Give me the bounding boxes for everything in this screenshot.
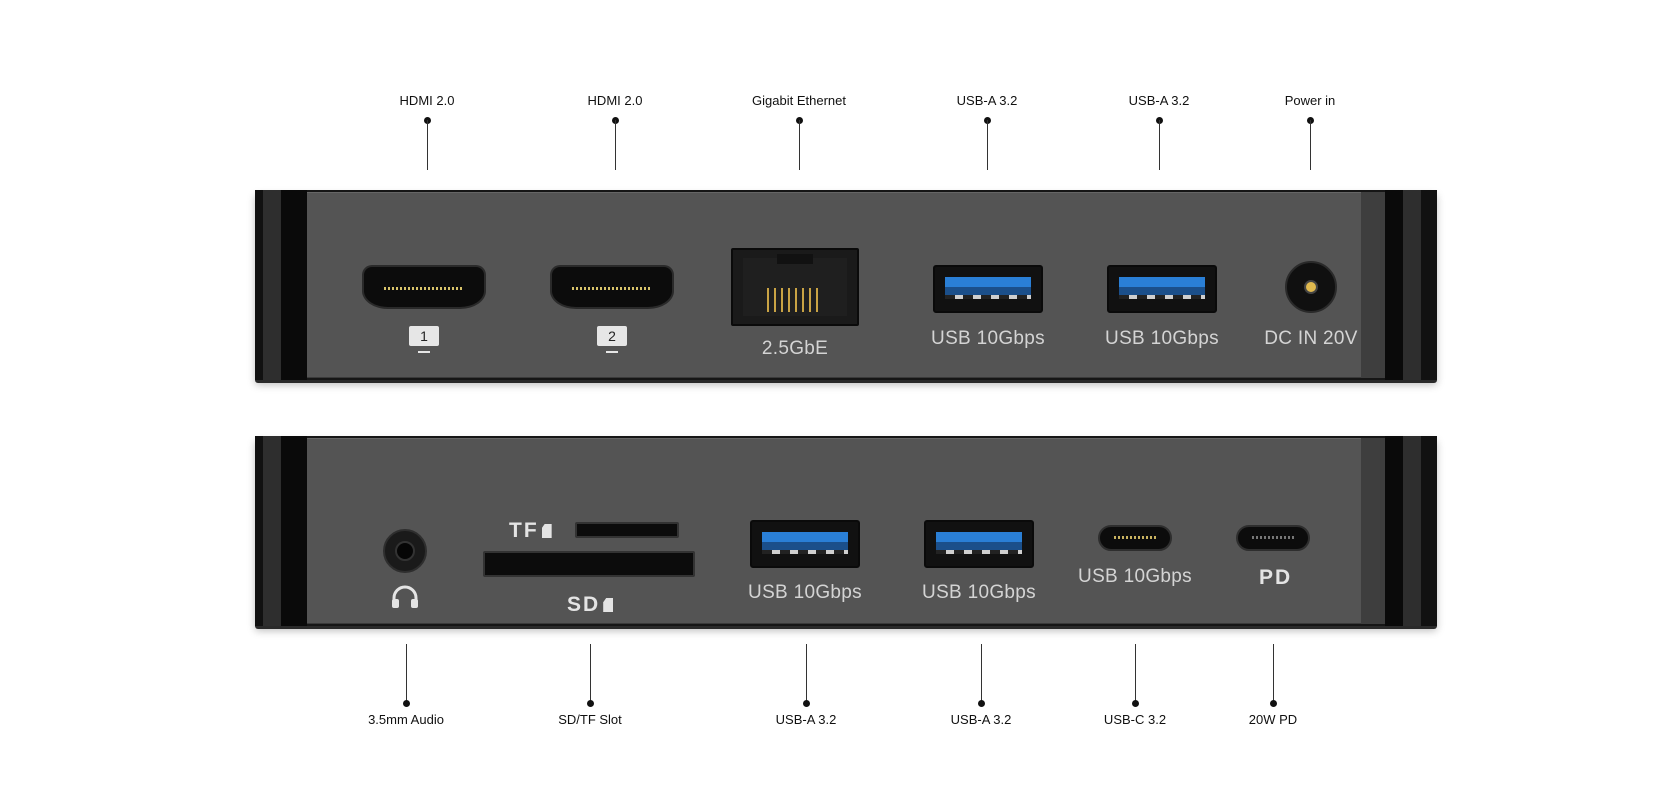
dock-end-cap-right [1385,190,1437,380]
pd-port-label: PD [1259,566,1293,589]
hdmi-port-2 [550,265,674,309]
pd-port [1236,525,1310,551]
panel-shade [1361,192,1385,378]
tf-card-slot [575,522,679,538]
ethernet-port [731,248,859,326]
usb-a-port [750,520,860,568]
dock-end-cap-left [255,190,307,380]
callout-line [1272,644,1274,702]
sd-card-icon [541,524,552,538]
callout-line [1158,120,1160,170]
usb-a-port-contacts [936,550,1022,554]
callout-label: USB-A 3.2 [950,712,1012,727]
callout-label: USB-C 3.2 [1103,712,1167,727]
usb-a-port-contacts [945,295,1031,299]
callout-dot [977,700,985,707]
callout-line [798,120,800,170]
usb-a-port-contacts [1119,295,1205,299]
usb-a-port-tongue [936,532,1022,542]
hdmi-port-1 [362,265,486,309]
callout-label: Gigabit Ethernet [752,93,846,108]
callout-line [986,120,988,170]
callout-label: USB-A 3.2 [1128,93,1190,108]
callout-dot [802,700,810,707]
ethernet-port-tab [777,254,813,264]
callout-line [614,120,616,170]
sd-slot-label: SD [567,593,614,617]
tf-text: TF [509,519,539,542]
monitor-icon: 2 [597,326,627,353]
callout-line [805,644,807,702]
callout-line [980,644,982,702]
usb-a-port-insert [762,542,848,552]
usb-a-port-tongue [945,277,1031,287]
callout-dot [1131,700,1139,707]
usb-a-port [924,520,1034,568]
usb-a-port-tongue [1119,277,1205,287]
callout-dot [586,700,594,707]
dc-power-jack [1285,261,1337,313]
audio-jack [383,529,427,573]
usb-a-port-tongue [762,532,848,542]
usb-a-port-insert [1119,287,1205,297]
callout-label: SD/TF Slot [558,712,622,727]
callout-dot [1269,700,1277,707]
dc-power-pin [1304,280,1318,294]
dock-end-cap-left [255,436,307,626]
callout-label: HDMI 2.0 [587,93,643,108]
ethernet-port-pins [767,288,823,312]
callout-label: 20W PD [1248,712,1298,727]
monitor-icon: 1 [409,326,439,353]
usb-a-port-label: USB 10Gbps [931,328,1045,349]
dock-end-cap-right [1385,436,1437,626]
panel-shade [1361,438,1385,624]
callout-label: HDMI 2.0 [399,93,455,108]
audio-jack-hole [395,541,415,561]
callout-line [405,644,407,702]
usb-c-port-label: USB 10Gbps [1078,566,1192,587]
callout-line [1134,644,1136,702]
sd-card-slot [483,551,695,577]
usb-a-port-insert [936,542,1022,552]
usb-a-port-insert [945,287,1031,297]
usb-c-port [1098,525,1172,551]
tf-slot-label: TF [509,519,552,543]
usb-a-port-label: USB 10Gbps [922,582,1036,603]
ethernet-port-label: 2.5GbE [761,338,829,359]
callout-label: Power in [1284,93,1336,108]
callout-line [589,644,591,702]
callout-label: USB-A 3.2 [775,712,837,727]
usb-a-port-contacts [762,550,848,554]
callout-dot [402,700,410,707]
usb-a-port-label: USB 10Gbps [1105,328,1219,349]
sd-card-icon [603,598,614,612]
callout-label: USB-A 3.2 [956,93,1018,108]
usb-a-port [1107,265,1217,313]
usb-a-port-label: USB 10Gbps [748,582,862,603]
sd-text: SD [567,593,601,616]
dc-power-label: DC IN 20V [1264,328,1358,349]
callout-line [426,120,428,170]
callout-label: 3.5mm Audio [368,712,444,727]
usb-a-port [933,265,1043,313]
headphones-icon [392,585,418,608]
callout-line [1309,120,1311,170]
